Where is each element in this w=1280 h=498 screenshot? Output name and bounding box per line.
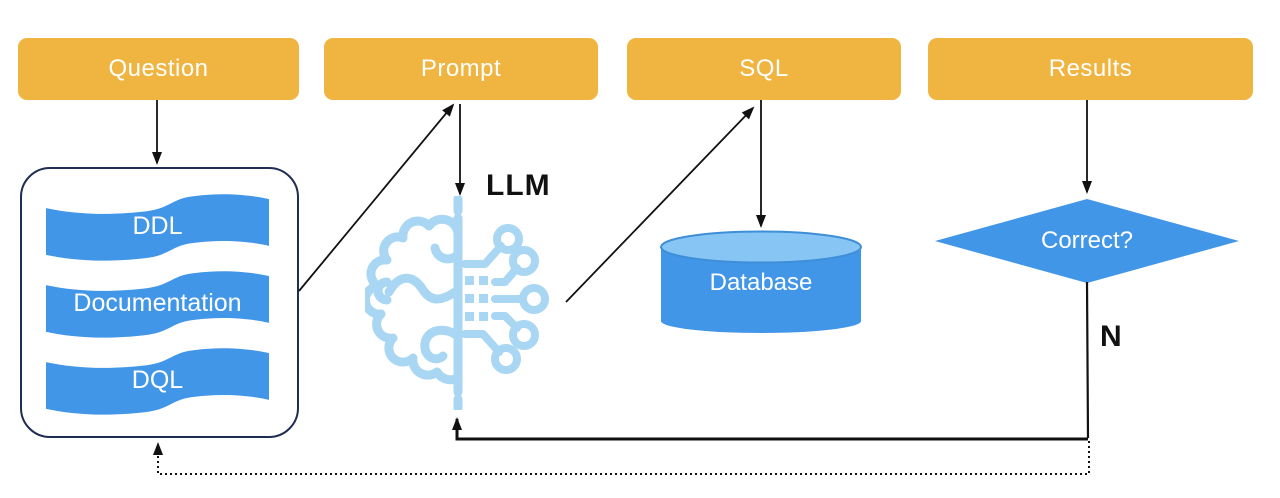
knowledge-item-dql-label: DQL — [131, 365, 184, 394]
brain-circuit-icon — [365, 196, 549, 410]
branch-no-label: N — [1100, 320, 1122, 353]
wave-banner-icon — [45, 271, 270, 338]
stage-prompt-label: Prompt — [420, 55, 502, 82]
decision-label: Correct? — [1040, 227, 1134, 254]
knowledge-item-documentation-label: Documentation — [73, 288, 242, 317]
stage-results: Results — [928, 38, 1253, 100]
stage-sql: SQL — [627, 38, 901, 100]
wave-banner-icon — [45, 194, 270, 261]
knowledge-item-ddl: DDL — [45, 190, 270, 262]
database-node: Database — [659, 229, 863, 335]
knowledge-item-dql: DQL — [45, 344, 270, 416]
arrow-feedback-to-llm — [452, 417, 1088, 441]
stage-prompt: Prompt — [324, 38, 598, 100]
stage-question: Question — [18, 38, 299, 100]
line-decision-no-branch — [1085, 281, 1090, 439]
diamond-shape — [935, 199, 1239, 283]
arrow-feedback-to-knowledge-dotted — [153, 441, 1090, 475]
knowledge-item-ddl-label: DDL — [132, 211, 183, 240]
stage-question-label: Question — [108, 55, 209, 82]
stage-sql-label: SQL — [739, 55, 789, 82]
circuit-node-squares — [465, 276, 488, 321]
database-label: Database — [709, 269, 813, 296]
wave-banner-icon — [45, 348, 270, 415]
knowledge-base-container: DDL Documentation DQL — [20, 167, 299, 438]
knowledge-item-documentation: Documentation — [45, 267, 270, 339]
stage-results-label: Results — [1048, 55, 1133, 82]
llm-label: LLM — [486, 169, 551, 202]
decision-correct: Correct? — [935, 199, 1239, 283]
